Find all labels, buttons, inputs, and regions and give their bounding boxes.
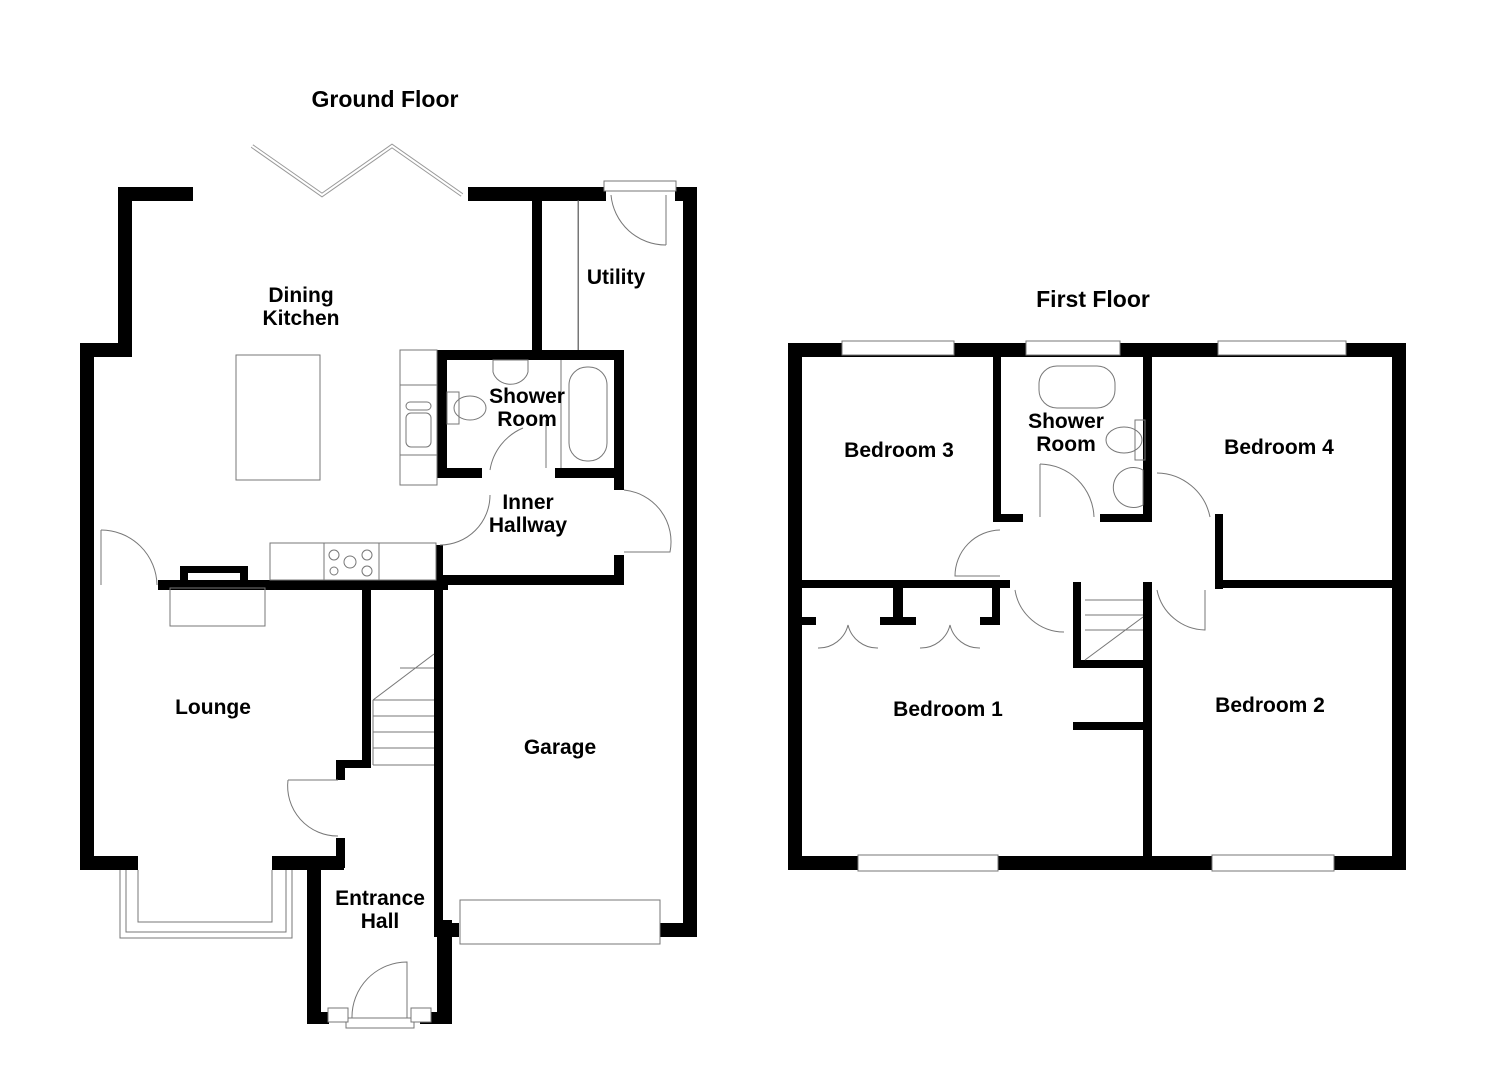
room-label-inner-hallway: Inner Hallway xyxy=(488,491,568,537)
ground-floor-plan xyxy=(80,143,697,1029)
room-label-ground-shower-room: Shower Room xyxy=(489,385,565,431)
room-label-garage: Garage xyxy=(523,736,597,759)
room-label-bedroom-3: Bedroom 3 xyxy=(844,439,954,462)
room-label-entrance-hall: Entrance Hall xyxy=(335,887,425,933)
room-label-utility: Utility xyxy=(586,266,646,289)
first-floor-plan xyxy=(788,340,1406,872)
ground-floor-title: Ground Floor xyxy=(311,86,459,112)
room-label-bedroom-1: Bedroom 1 xyxy=(893,698,1003,721)
room-label-lounge: Lounge xyxy=(175,696,251,719)
room-label-first-shower-room: Shower Room xyxy=(1028,410,1104,456)
room-label-bedroom-4: Bedroom 4 xyxy=(1224,436,1334,459)
room-label-bedroom-2: Bedroom 2 xyxy=(1215,694,1325,717)
room-label-dining-kitchen: Dining Kitchen xyxy=(262,284,340,330)
first-floor-title: First Floor xyxy=(1036,286,1150,312)
